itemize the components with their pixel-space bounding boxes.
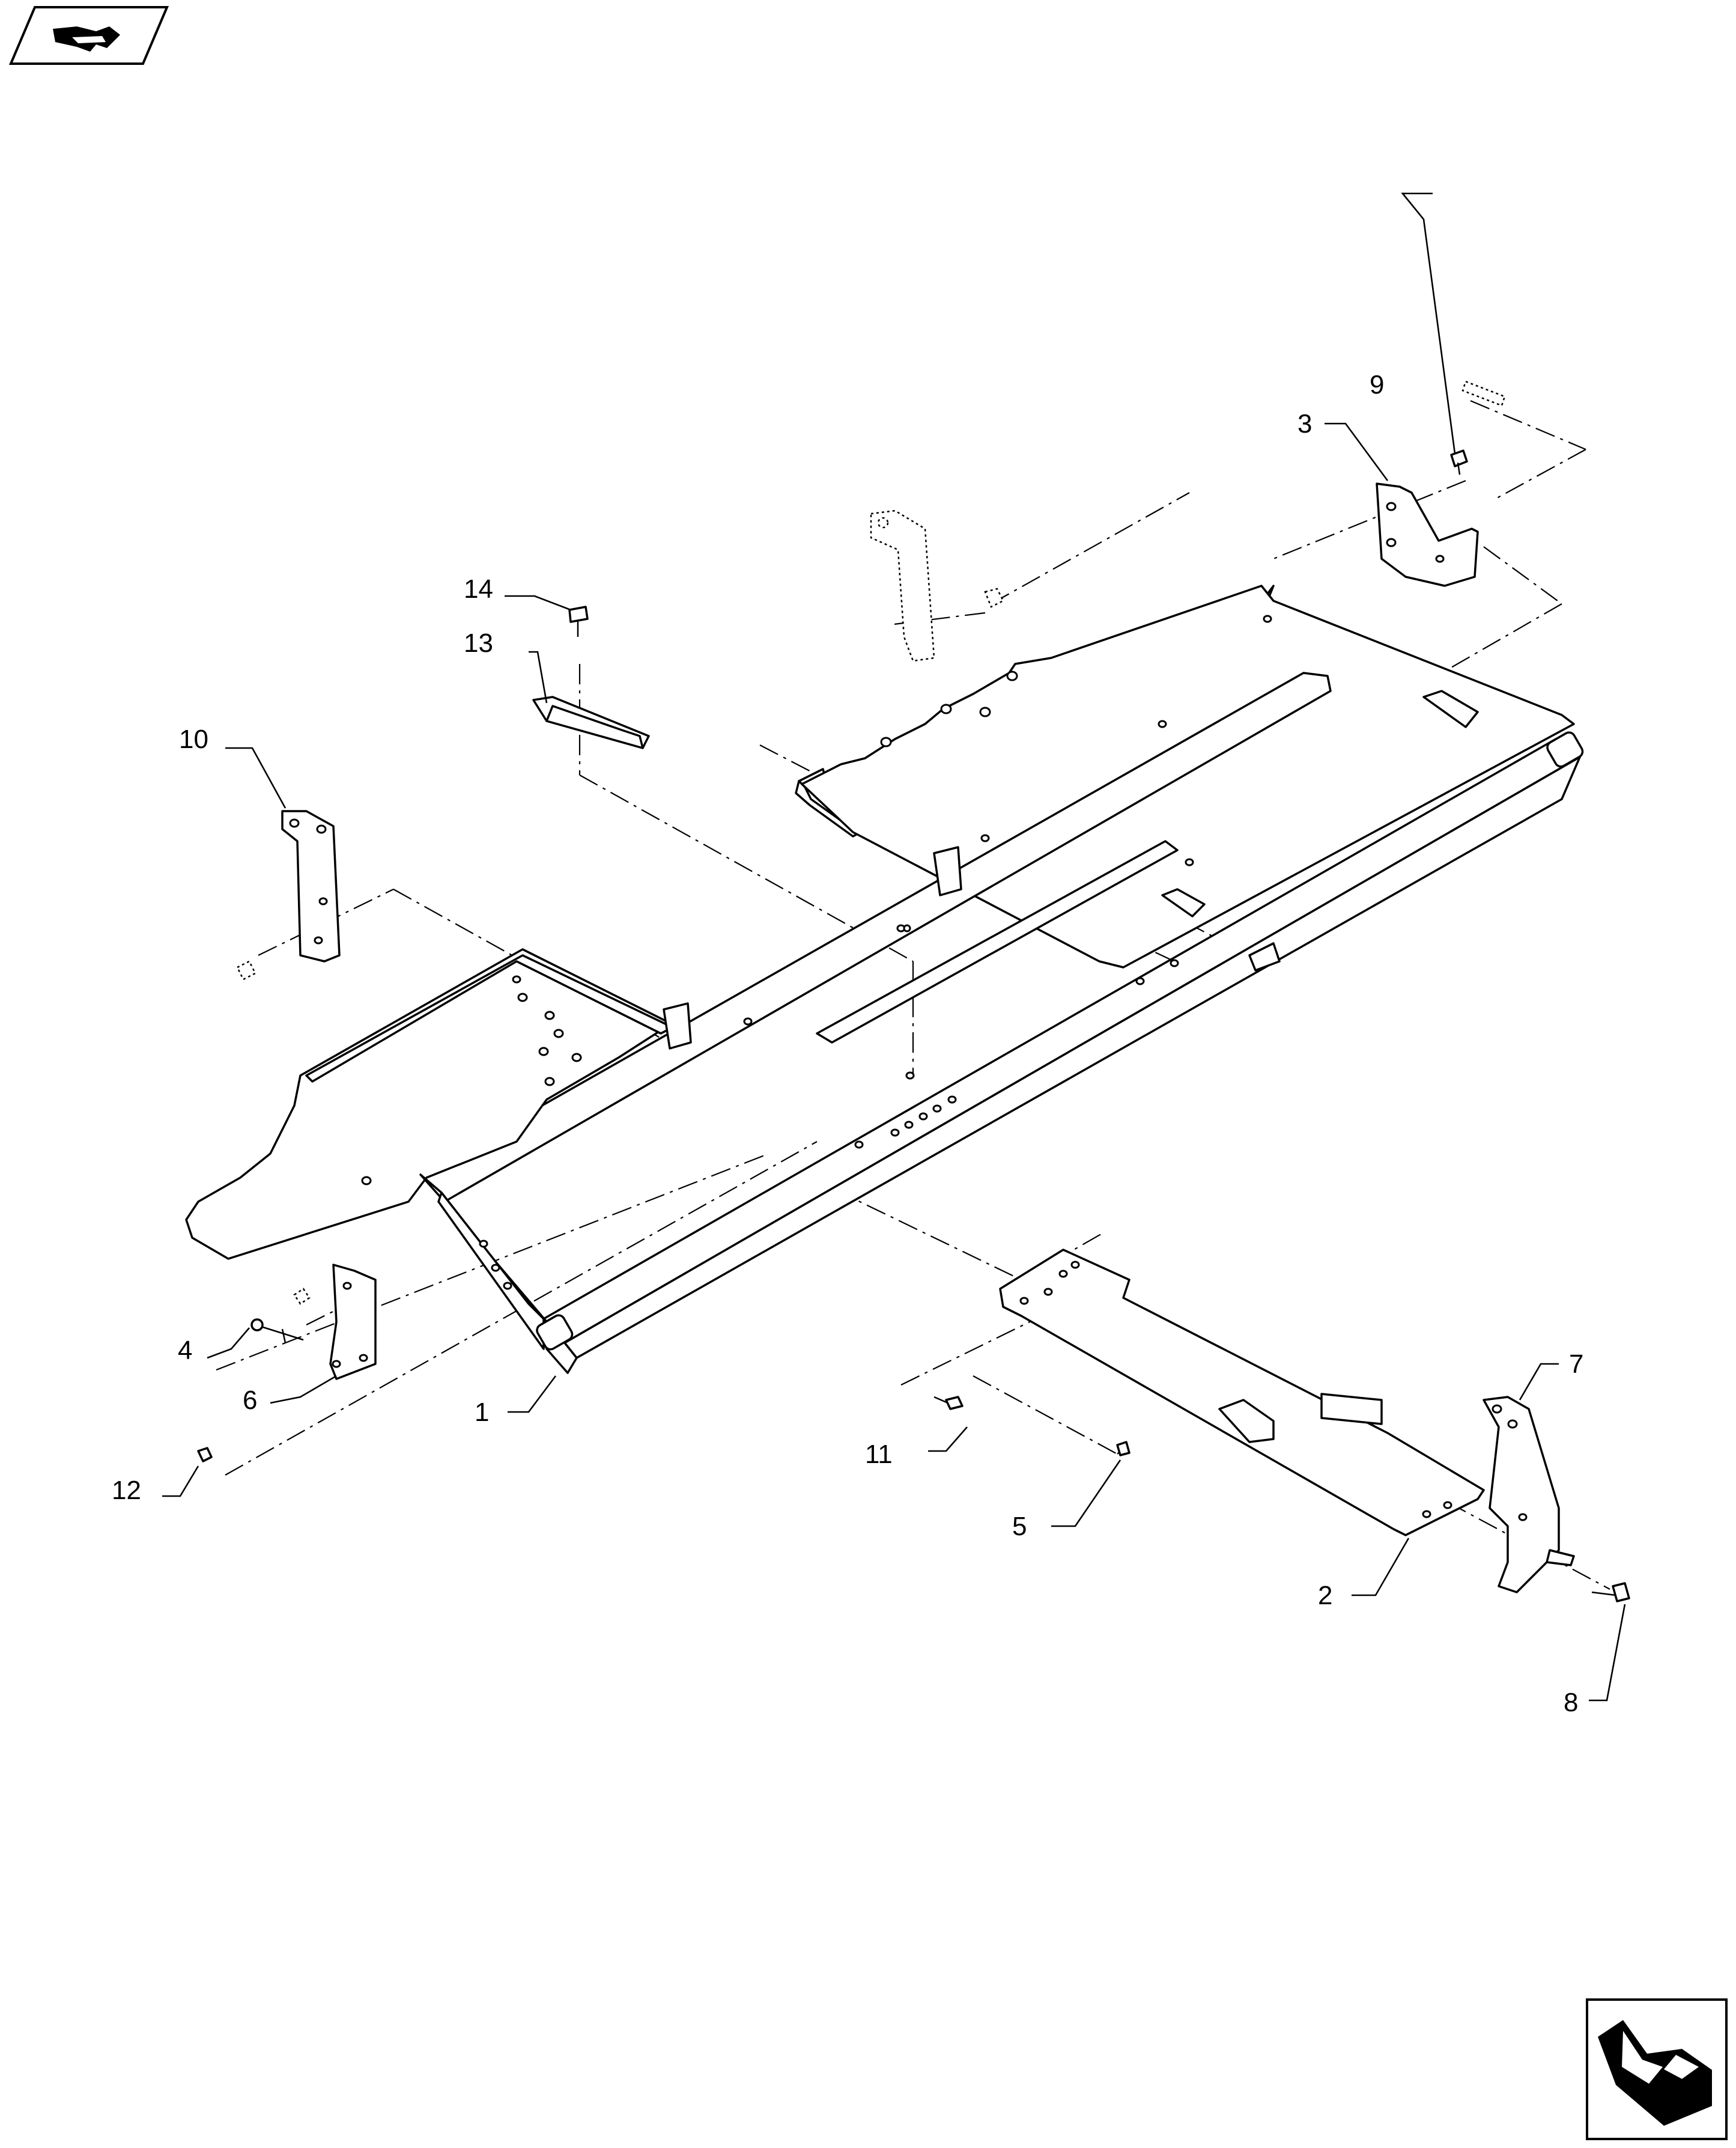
leader-lines xyxy=(162,192,1626,1702)
previous-page-arrow-icon[interactable] xyxy=(8,6,169,65)
bolt-9 xyxy=(1450,380,1506,475)
lower-cross-bracket xyxy=(999,1249,1485,1536)
callout-7: 7 xyxy=(1569,1349,1583,1379)
callout-5: 5 xyxy=(1012,1512,1027,1541)
reference-mount-bracket xyxy=(870,510,1004,662)
next-page-arrow-icon[interactable] xyxy=(1586,1998,1728,2140)
bolt-14 xyxy=(568,606,589,637)
main-frame xyxy=(185,585,1584,1374)
callout-8: 8 xyxy=(1564,1688,1578,1717)
bolt-11 xyxy=(933,1396,964,1410)
bolt-4 xyxy=(250,1318,304,1343)
nut-12 xyxy=(197,1447,213,1462)
callout-11: 11 xyxy=(865,1440,893,1469)
left-upright-bracket xyxy=(236,810,341,981)
callout-9: 9 xyxy=(1370,370,1384,400)
bolt-8 xyxy=(1591,1582,1630,1602)
nut-5 xyxy=(1116,1441,1131,1456)
lower-left-bracket xyxy=(293,1264,377,1380)
callout-10: 10 xyxy=(179,725,208,754)
callout-6: 6 xyxy=(243,1386,257,1415)
callout-labels: 1 2 3 4 5 6 7 8 9 10 11 12 13 14 xyxy=(112,370,1583,1717)
callout-4: 4 xyxy=(178,1336,192,1365)
small-bracket-13 xyxy=(532,696,650,749)
callout-13: 13 xyxy=(464,628,493,658)
callout-12: 12 xyxy=(112,1476,141,1505)
callout-2: 2 xyxy=(1318,1581,1332,1610)
right-upright-bracket xyxy=(1483,1396,1575,1593)
callout-1: 1 xyxy=(475,1398,489,1427)
callout-14: 14 xyxy=(464,574,493,604)
upper-right-bracket xyxy=(1376,482,1479,587)
callout-3: 3 xyxy=(1297,409,1312,439)
